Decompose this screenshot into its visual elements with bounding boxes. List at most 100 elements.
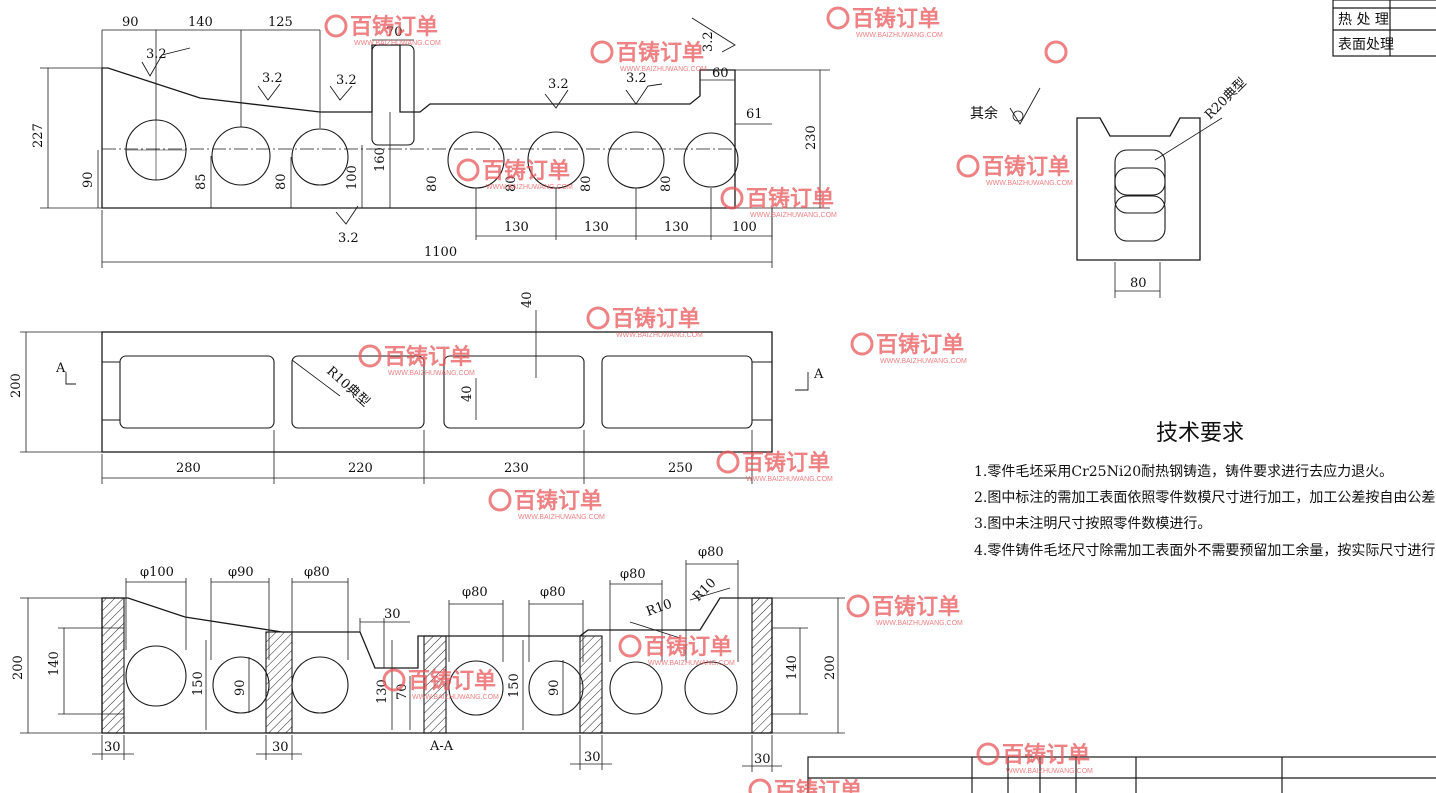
radius-r10-b: R10 xyxy=(690,576,719,605)
title-block-top xyxy=(1332,0,1436,57)
dim-227: 227 xyxy=(31,123,46,148)
dim-40-mid: 40 xyxy=(460,385,475,402)
dim-90-top: 90 xyxy=(122,15,139,30)
top-view-labels: 90 140 125 70 60 61 3.2 3.2 3.2 3.2 3.2 … xyxy=(31,15,819,260)
watermark-url: WWW.BAIZHUWANG.COM xyxy=(648,660,735,667)
watermark: 百铸订单 xyxy=(748,778,862,793)
dim-30-b: 30 xyxy=(272,740,289,755)
watermark-brand: 百铸订单 xyxy=(774,778,862,793)
dim-30-a: 30 xyxy=(104,740,121,755)
dim-200-left: 200 xyxy=(11,655,26,680)
notch-width: 30 xyxy=(384,607,401,622)
dim-125-top: 125 xyxy=(268,15,293,30)
dim-140-left: 140 xyxy=(47,651,62,676)
watermark-url: WWW.BAIZHUWANG.COM xyxy=(388,370,475,377)
roughness-1: 3.2 xyxy=(146,47,167,62)
dia-100: φ100 xyxy=(140,565,174,580)
watermark-brand: 百铸订单 xyxy=(514,488,602,513)
tech-item-3: 3.图中未注明尺寸按照零件数模进行。 xyxy=(974,516,1211,532)
tech-item-1: 1.零件毛坯采用Cr25Ni20耐热钢铸造，铸件要求进行去应力退火。 xyxy=(974,463,1393,480)
title-block-labels: 热 处 理 表面处理 xyxy=(1338,12,1394,53)
dim-250: 250 xyxy=(668,461,693,476)
tech-item-2: 2.图中标注的需加工表面依照零件数模尺寸进行加工，加工公差按自由公差进行。 xyxy=(974,490,1436,506)
dim-85: 85 xyxy=(194,173,209,190)
roughness-2: 3.2 xyxy=(262,71,283,86)
dim-140-top: 140 xyxy=(188,15,213,30)
watermark-url: WWW.BAIZHUWANG.COM xyxy=(616,332,703,339)
dim-80-b: 80 xyxy=(504,175,519,192)
dia-80-e: φ80 xyxy=(698,545,724,560)
roughness-5: 3.2 xyxy=(626,71,647,86)
watermark-url: WWW.BAIZHUWANG.COM xyxy=(750,212,837,219)
mid-view xyxy=(20,310,809,484)
dim-160: 160 xyxy=(373,147,388,172)
dim-130-c: 130 xyxy=(664,220,689,235)
roughness-symbols xyxy=(141,17,736,225)
roughness-4: 3.2 xyxy=(548,77,569,92)
dim-90-b: 90 xyxy=(547,679,562,696)
watermark-brand: 百铸订单 xyxy=(644,634,732,659)
dim-90-a: 90 xyxy=(233,679,248,696)
dim-61: 61 xyxy=(746,107,763,122)
mid-view-labels: 40 40 200 A A R10典型 280 220 230 250 xyxy=(9,291,824,476)
surface-treatment-label: 表面处理 xyxy=(1338,37,1394,53)
watermark-brand: 百铸订单 xyxy=(982,154,1070,179)
roughness-6: 3.2 xyxy=(701,31,716,52)
watermark-brand: 百铸订单 xyxy=(852,6,940,31)
watermark-brand: 百铸订单 xyxy=(616,40,704,65)
watermark-url: WWW.BAIZHUWANG.COM xyxy=(1006,768,1093,775)
dim-150-a: 150 xyxy=(191,671,206,696)
watermark-url: WWW.BAIZHUWANG.COM xyxy=(518,514,605,521)
watermark-brand: 百铸订单 xyxy=(408,668,496,693)
dim-230-right: 230 xyxy=(804,125,819,150)
top-view-outline xyxy=(101,44,736,209)
mid-radius-label: R10典型 xyxy=(323,364,372,410)
watermark-brand: 百铸订单 xyxy=(482,158,570,183)
dim-200-mid: 200 xyxy=(9,373,24,398)
other-roughness-label: 其余 xyxy=(970,105,998,122)
section-mark-right: A xyxy=(813,367,824,382)
watermark-url: WWW.BAIZHUWANG.COM xyxy=(746,476,833,483)
dia-80-d: φ80 xyxy=(620,567,646,582)
dim-280: 280 xyxy=(176,461,201,476)
dim-30-c: 30 xyxy=(584,750,601,765)
dim-70-top: 70 xyxy=(386,25,403,40)
watermark xyxy=(1044,40,1068,64)
detail-width: 80 xyxy=(1130,276,1147,291)
watermark-brand: 百铸订单 xyxy=(612,306,700,331)
dim-1100: 1100 xyxy=(424,245,457,260)
roughness-3: 3.2 xyxy=(336,73,357,88)
dim-100: 100 xyxy=(345,165,360,190)
watermark-url: WWW.BAIZHUWANG.COM xyxy=(486,184,573,191)
watermark-url: WWW.BAIZHUWANG.COM xyxy=(880,358,967,365)
watermark-url: WWW.BAIZHUWANG.COM xyxy=(876,620,963,627)
radius-r10-a: R10 xyxy=(644,597,674,620)
dim-150-b: 150 xyxy=(507,673,522,698)
watermark-url: WWW.BAIZHUWANG.COM xyxy=(412,694,499,701)
watermark-brand: 百铸订单 xyxy=(872,594,960,619)
detail-view xyxy=(1009,87,1223,298)
dim-60-top: 60 xyxy=(712,66,729,81)
watermark-url: WWW.BAIZHUWANG.COM xyxy=(856,32,943,39)
dim-80-c: 80 xyxy=(579,175,594,192)
title-block-bottom xyxy=(807,756,1436,793)
detail-radius-label: R20典型 xyxy=(1202,75,1250,123)
dia-90: φ90 xyxy=(228,565,254,580)
dim-130-b: 130 xyxy=(584,220,609,235)
dim-230: 230 xyxy=(504,461,529,476)
dia-80-b: φ80 xyxy=(462,585,488,600)
